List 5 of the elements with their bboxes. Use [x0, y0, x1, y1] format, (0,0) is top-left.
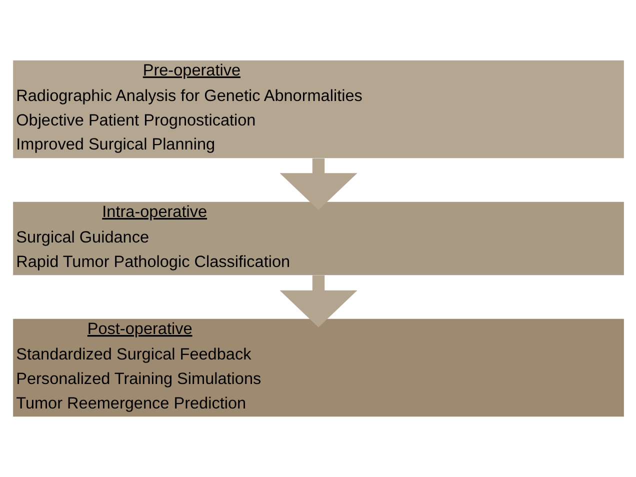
arrow [279, 275, 357, 328]
node-box: Pre-operative Radiographic Analysis for Genetic Abnormalities Objective Patient Prognostication Improved Surgical Planning [12, 60, 624, 158]
node-box: Post-operative Standardized Surgical Feedback Personalized Training Simulations Tumor Reemergence Prediction [12, 318, 624, 417]
arrow [279, 158, 357, 210]
node-box: Intra-operative Surgical Guidance Rapid Tumor Pathologic Classification [12, 202, 624, 276]
